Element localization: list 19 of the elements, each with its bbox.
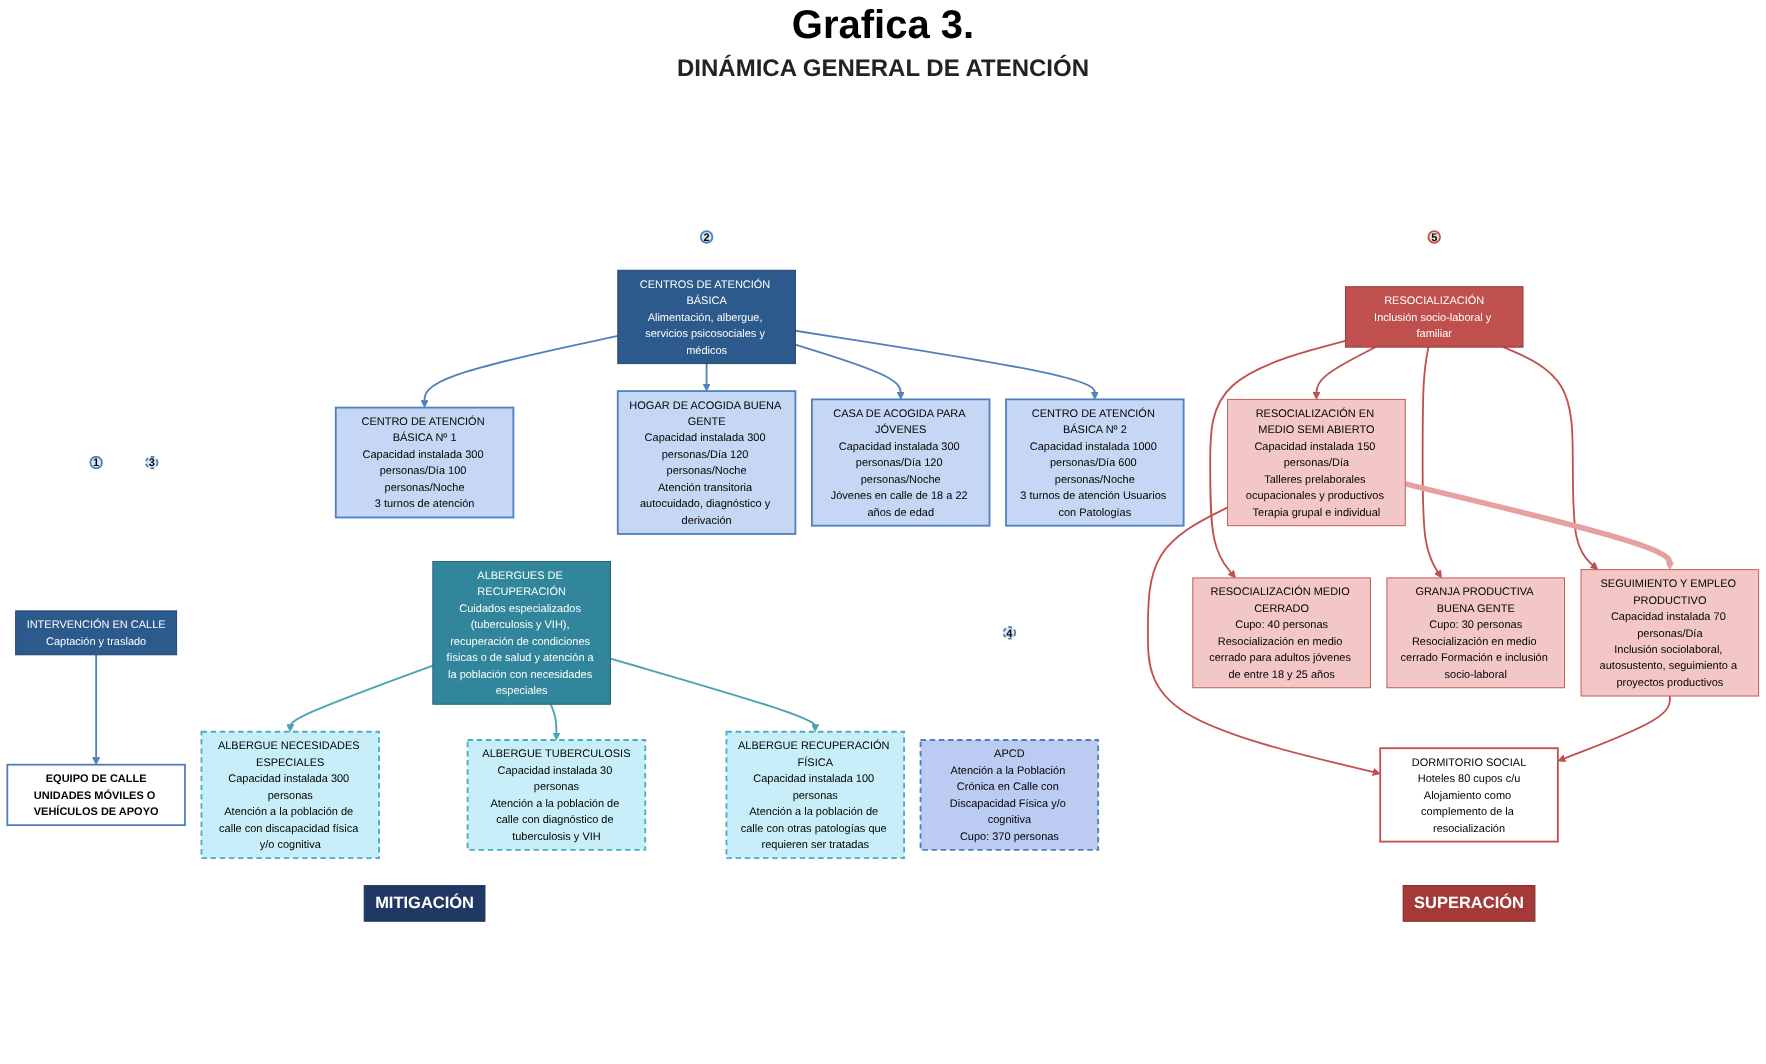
subtitle: DINÁMICA GENERAL DE ATENCIÓN (676, 54, 1089, 82)
arrow (1421, 346, 1442, 579)
title: Grafica 3. (791, 4, 975, 50)
arrow (420, 335, 619, 408)
node-box: MITIGACIÓN (363, 885, 486, 922)
arrow (1312, 346, 1377, 400)
arrow (549, 703, 561, 741)
arrow (1209, 340, 1347, 579)
arrow (92, 653, 101, 766)
arrow (1147, 506, 1381, 776)
arrow (286, 664, 434, 733)
arrow (794, 343, 905, 400)
arrow (1404, 481, 1674, 571)
arrow (702, 362, 711, 392)
node-box: SUPERACIÓN (1402, 885, 1536, 922)
arrow (609, 657, 820, 733)
arrow (1502, 346, 1599, 571)
arrow (794, 329, 1099, 400)
arrow (1557, 695, 1671, 763)
